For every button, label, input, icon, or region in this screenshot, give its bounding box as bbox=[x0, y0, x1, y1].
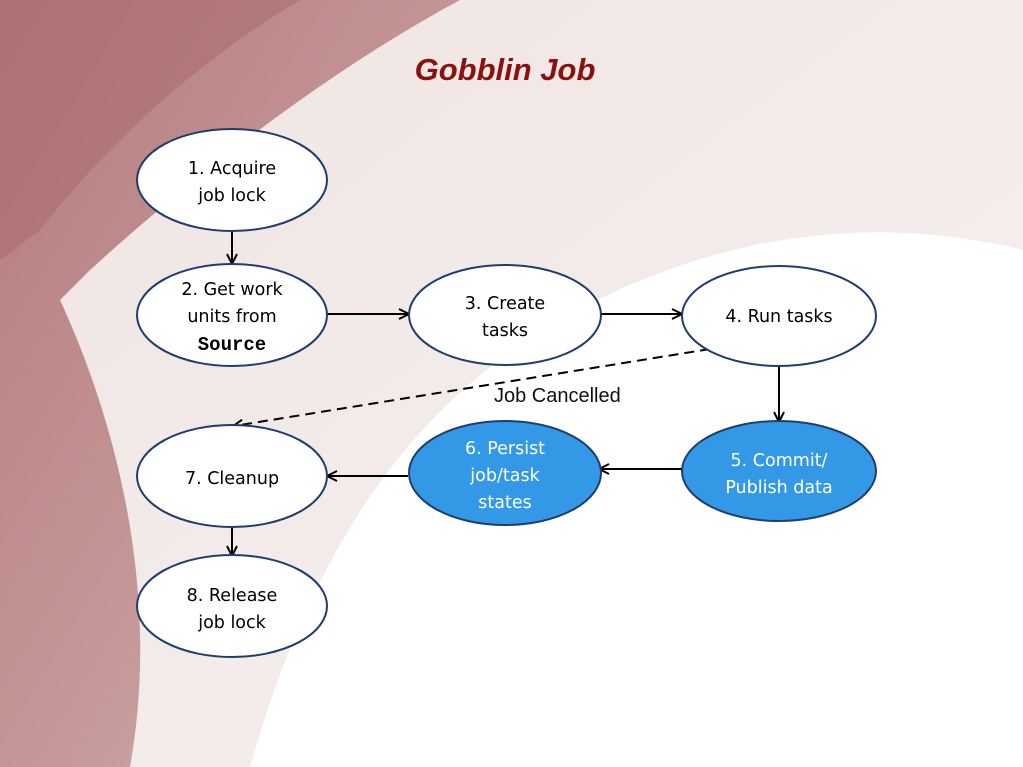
node-6-line-2: job/task bbox=[469, 466, 540, 486]
node-4-run-tasks: 4. Run tasks bbox=[681, 265, 877, 367]
node-5-line-1: 5. Commit/ bbox=[731, 451, 828, 471]
node-5-line-2: Publish data bbox=[725, 478, 832, 498]
node-2-get-work-units: 2. Get work units from Source bbox=[136, 263, 328, 367]
slide-title: Gobblin Job bbox=[414, 52, 596, 87]
node-8-line-2: job lock bbox=[197, 613, 266, 633]
node-2-source-code: Source bbox=[198, 334, 266, 356]
node-3-line-2: tasks bbox=[482, 321, 528, 341]
node-6-line-1: 6. Persist bbox=[465, 439, 545, 459]
node-4-line-1: 4. Run tasks bbox=[725, 307, 832, 327]
node-2-line-2: units from bbox=[187, 307, 276, 327]
node-1-line-2: job lock bbox=[197, 186, 266, 206]
edge-n4-n7-cancel bbox=[234, 348, 711, 426]
edge-label-job-cancelled: Job Cancelled bbox=[494, 385, 621, 407]
node-3-create-tasks: 3. Create tasks bbox=[408, 264, 602, 366]
node-6-line-3: states bbox=[478, 493, 531, 513]
node-3-line-1: 3. Create bbox=[465, 294, 545, 314]
node-8-release-job-lock: 8. Release job lock bbox=[136, 554, 328, 658]
node-1-acquire-job-lock: 1. Acquire job lock bbox=[136, 128, 328, 232]
node-7-line-1: 7. Cleanup bbox=[185, 469, 279, 489]
node-6-persist-states: 6. Persist job/task states bbox=[408, 420, 602, 526]
node-8-line-1: 8. Release bbox=[187, 586, 278, 606]
node-5-commit-publish-data: 5. Commit/ Publish data bbox=[681, 420, 877, 522]
node-7-cleanup: 7. Cleanup bbox=[136, 424, 328, 528]
node-2-line-1: 2. Get work bbox=[181, 280, 283, 300]
node-1-line-1: 1. Acquire bbox=[188, 159, 276, 179]
